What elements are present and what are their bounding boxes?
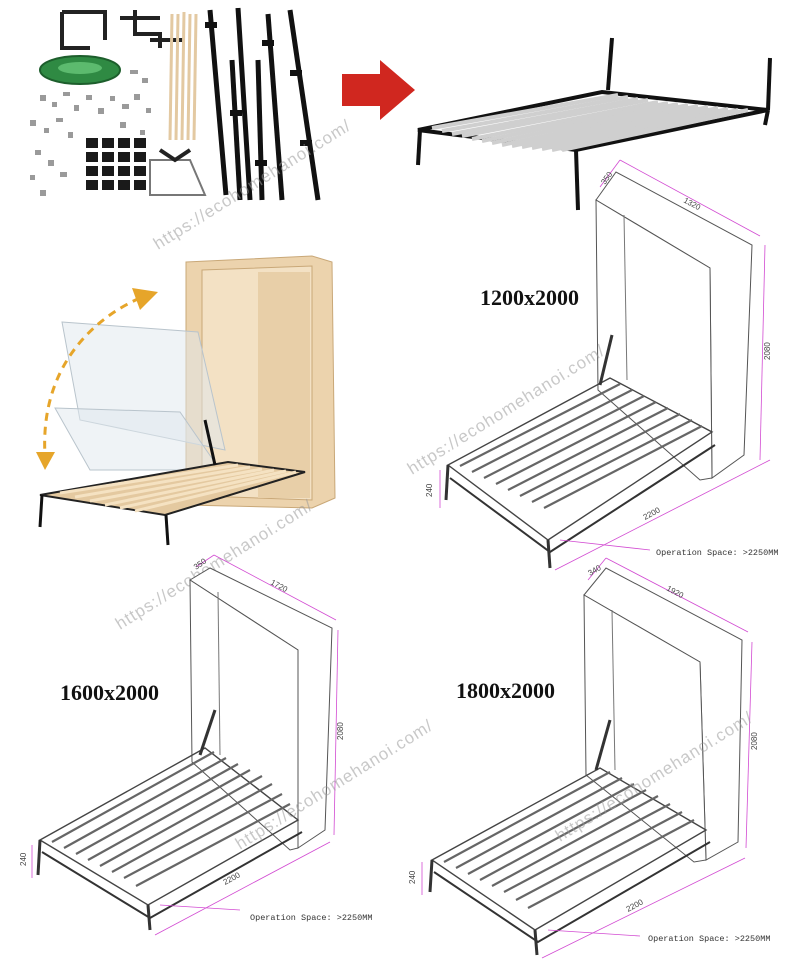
size-label: 1200x2000 (480, 285, 579, 310)
operation-space-label: Operation Space: >2250MM (250, 913, 372, 923)
dim-width: 1720 (269, 578, 289, 595)
dim-length: 2200 (642, 505, 662, 522)
bed-1200-panel: 350 1320 2080 240 2200 Operation Space: … (404, 159, 778, 571)
motion-arrow-icon (43, 296, 141, 456)
operation-space-label: Operation Space: >2250MM (648, 934, 770, 944)
dim-leg-height: 240 (425, 483, 434, 497)
action-panel: https://ecohomehanoi.com/ (36, 255, 336, 633)
wooden-slats-icon (168, 11, 198, 141)
bed-1600-panel: 350 1720 2080 240 2200 Operation Space: … (19, 554, 436, 936)
dim-length: 2200 (222, 870, 242, 887)
watermark-1200: https://ecohomehanoi.com/ (404, 341, 608, 479)
transform-arrow-icon (342, 60, 415, 120)
size-label: 1600x2000 (60, 680, 159, 705)
dim-length: 2200 (625, 897, 645, 914)
size-label: 1800x2000 (456, 678, 555, 703)
dim-leg-height: 240 (19, 852, 28, 866)
hardware-kit-panel: https://ecohomehanoi.com/ (30, 7, 354, 253)
dim-height: 2080 (763, 342, 772, 360)
slat-holders-icon (86, 138, 146, 190)
dim-height: 2080 (336, 722, 345, 740)
dim-height: 2080 (750, 732, 759, 750)
bed-1800-panel: 340 1920 2080 240 2200 Operation Space: … (408, 557, 770, 959)
dim-leg-height: 240 (408, 870, 417, 884)
assembled-frame-panel (416, 37, 772, 211)
operation-space-label: Operation Space: >2250MM (656, 548, 778, 558)
